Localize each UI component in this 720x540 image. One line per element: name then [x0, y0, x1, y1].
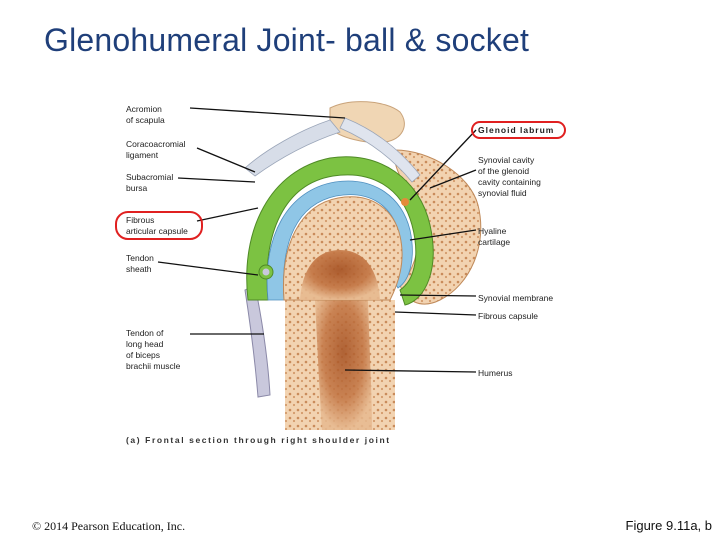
label-acromion: Acromion of scapula: [126, 104, 165, 126]
label-fibrous-articular-capsule: Fibrous articular capsule: [126, 215, 188, 237]
label-synovial-membrane: Synovial membrane: [478, 293, 553, 304]
label-subacromial-bursa: Subacromial bursa: [126, 172, 173, 194]
label-humerus: Humerus: [478, 368, 512, 379]
label-tendon-biceps: Tendon of long head of biceps brachii mu…: [126, 328, 180, 372]
figure-caption: (a) Frontal section through right should…: [126, 435, 391, 445]
label-fibrous-capsule: Fibrous capsule: [478, 311, 538, 322]
label-glenoid-labrum: Glenoid labrum: [478, 125, 554, 136]
label-synovial-cavity: Synovial cavity of the glenoid cavity co…: [478, 155, 541, 199]
copyright-notice: © 2014 Pearson Education, Inc.: [32, 519, 185, 534]
label-coracoacromial-ligament: Coracoacromial ligament: [126, 139, 186, 161]
figure-reference: Figure 9.11a, b: [626, 518, 712, 533]
label-tendon-sheath: Tendon sheath: [126, 253, 154, 275]
biceps-tendon: [245, 285, 270, 397]
glenoid-labrum-shape: [401, 198, 409, 206]
label-hyaline-cartilage: Hyaline cartilage: [478, 226, 510, 248]
